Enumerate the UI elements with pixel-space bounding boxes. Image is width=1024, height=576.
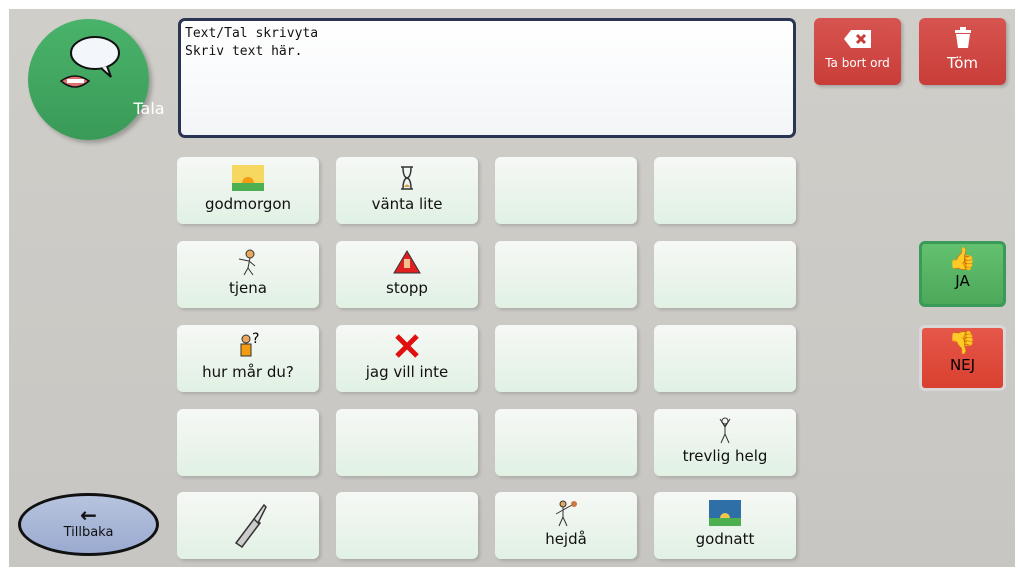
arrow-left-icon: ← (80, 503, 97, 527)
no-button[interactable]: 👎 NEJ (919, 325, 1006, 391)
grid-cell-label: jag vill inte (365, 363, 449, 381)
grid-cell[interactable] (654, 157, 796, 224)
grid-cell-label: godnatt (695, 530, 755, 548)
grid-cell-label: tjena (229, 279, 267, 297)
delete-word-button[interactable]: Ta bort ord (814, 18, 901, 85)
speech-mouth-icon (59, 36, 120, 88)
grid-cell[interactable] (177, 409, 319, 476)
backspace-icon (843, 30, 871, 48)
text-area-value: Skriv text här. (185, 44, 303, 59)
grid-cell-label: trevlig helg (682, 447, 768, 465)
nasal-spray-icon (177, 500, 319, 552)
grid-cell[interactable] (495, 241, 637, 308)
grid-cell[interactable]: vänta lite (336, 157, 478, 224)
grid-cell[interactable] (336, 492, 478, 559)
svg-text:?: ? (252, 332, 259, 347)
grid-cell[interactable] (654, 325, 796, 392)
grid-cell-label: vänta lite (371, 195, 443, 213)
question-person-icon: ? (177, 331, 319, 361)
grid-cell[interactable]: tjena (177, 241, 319, 308)
grid-cell[interactable] (495, 325, 637, 392)
thumbs-down-icon: 👎 (948, 331, 977, 356)
thumbs-up-icon: 👍 (948, 247, 977, 272)
grid-cell[interactable]: stopp (336, 241, 478, 308)
clear-button[interactable]: Töm (919, 18, 1006, 85)
sunrise-icon (177, 163, 319, 193)
grid-cell[interactable]: jag vill inte (336, 325, 478, 392)
wave-bye-icon (495, 498, 637, 528)
stop-sign-icon (336, 247, 478, 277)
grid-cell[interactable] (336, 409, 478, 476)
text-area[interactable]: Text/Tal skrivyta Skriv text här. (178, 18, 796, 138)
grid-cell[interactable]: trevlig helg (654, 409, 796, 476)
speak-button[interactable]: Tala (28, 19, 165, 140)
grid-cell[interactable]: godmorgon (177, 157, 319, 224)
grid-cell[interactable]: hejdå (495, 492, 637, 559)
grid-cell[interactable] (654, 241, 796, 308)
hourglass-icon (336, 163, 478, 193)
grid-cell-label: godmorgon (204, 195, 292, 213)
grid-cell[interactable]: ? hur mår du? (177, 325, 319, 392)
yes-button[interactable]: 👍 JA (919, 241, 1006, 307)
delete-word-label: Ta bort ord (825, 56, 890, 70)
yes-label: JA (955, 272, 970, 290)
speak-label: Tala (133, 99, 165, 118)
grid-cell-label: hur mår du? (202, 363, 294, 381)
back-label: Tillbaka (63, 525, 114, 540)
grid-cell[interactable]: godnatt (654, 492, 796, 559)
text-area-title: Text/Tal skrivyta (185, 26, 319, 41)
grid-cell-label: hejdå (545, 530, 587, 548)
clear-label: Töm (947, 54, 978, 72)
person-icon (654, 415, 796, 445)
grid-cell-label: stopp (386, 279, 428, 297)
trash-icon (954, 27, 971, 48)
red-x-icon (336, 331, 478, 361)
no-label: NEJ (949, 356, 976, 374)
grid-cell[interactable] (495, 409, 637, 476)
sunset-icon (654, 498, 796, 528)
grid-cell[interactable] (177, 492, 319, 559)
wave-hello-icon (177, 247, 319, 277)
grid-cell[interactable] (495, 157, 637, 224)
back-button[interactable]: ← Tillbaka (18, 493, 159, 556)
